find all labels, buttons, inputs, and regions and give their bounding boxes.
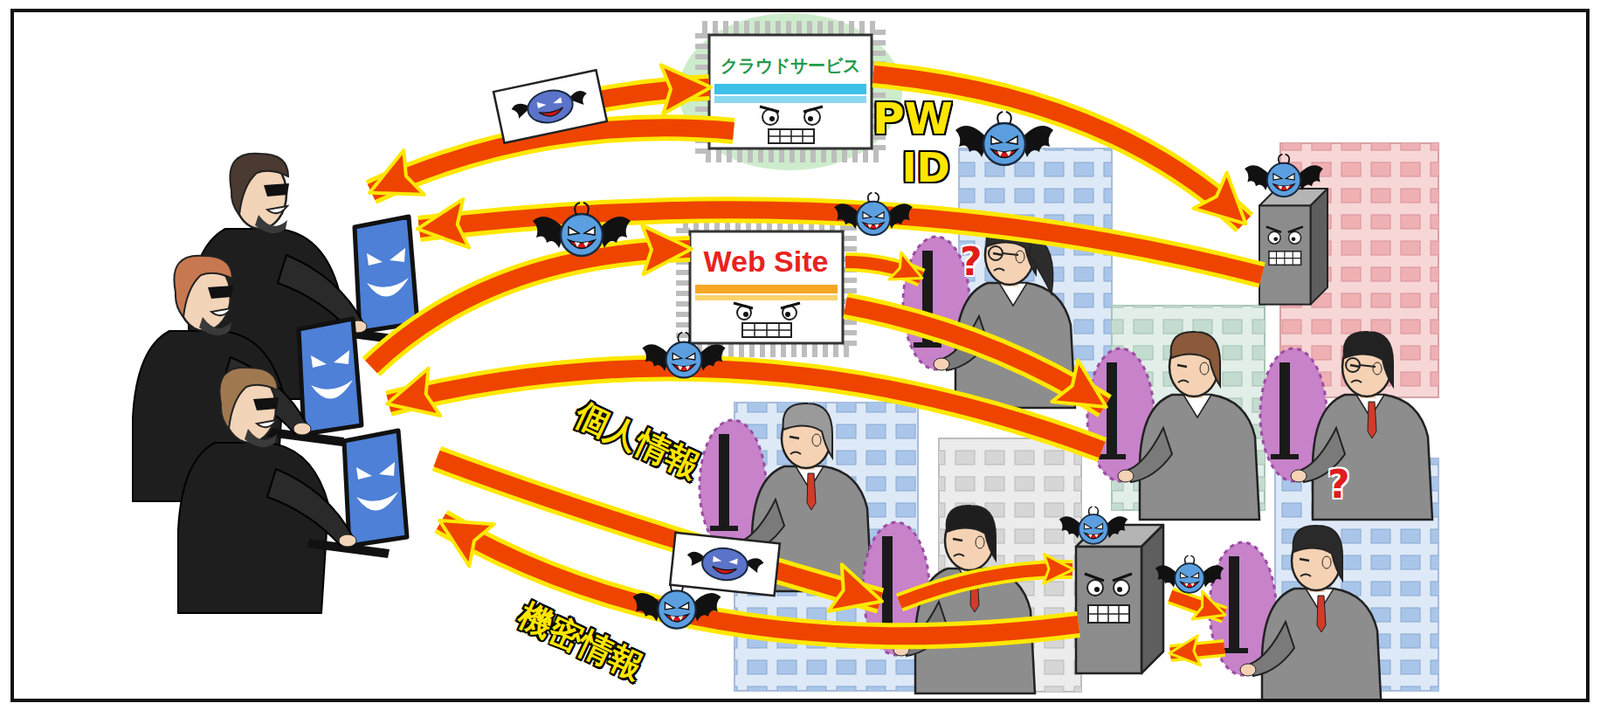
attack-arrows	[873, 74, 1245, 223]
office-workers	[1367, 401, 1377, 439]
attackers	[132, 153, 418, 614]
attack-arrows	[388, 368, 1103, 450]
attack-arrows	[371, 127, 734, 193]
attack-arrows	[371, 127, 734, 193]
attack-arrows	[1170, 648, 1225, 654]
malware-characters	[532, 202, 631, 256]
office-workers	[1087, 331, 1260, 520]
office-workers	[862, 505, 1035, 694]
office-workers	[988, 246, 1019, 261]
attack-arrows	[845, 262, 922, 278]
cloud-service-panel	[678, 13, 903, 171]
cloud-service-panel	[768, 129, 814, 144]
attack-arrows	[899, 569, 1073, 603]
question-mark: ?	[959, 241, 983, 283]
website-panel	[733, 303, 800, 309]
attack-arrows	[371, 74, 1263, 654]
cloud-service-sign: クラウドサービス	[717, 54, 864, 78]
attack-arrows	[845, 262, 922, 278]
website-panel	[743, 311, 749, 318]
attack-arrows	[1170, 595, 1225, 615]
cloud-service-panel	[714, 96, 867, 104]
attack-arrows	[899, 569, 1073, 603]
malware-characters	[641, 332, 725, 379]
malware-characters	[834, 192, 913, 235]
servers	[1259, 188, 1328, 305]
cloud-service-panel	[807, 116, 814, 122]
cloud-service-panel	[768, 129, 814, 144]
attack-arrows	[873, 74, 1245, 223]
malware-characters	[532, 111, 1324, 629]
office-workers	[1317, 595, 1326, 633]
website-panel	[682, 224, 850, 351]
attack-arrows	[436, 458, 881, 601]
cloud-service-panel	[759, 106, 823, 112]
attack-arrows	[388, 368, 1103, 450]
attack-arrows	[436, 458, 881, 601]
attack-arrows	[1170, 648, 1225, 654]
frame	[12, 10, 1588, 701]
website-panel	[742, 323, 792, 338]
attack-arrows	[1170, 595, 1225, 615]
malicious-mail	[493, 69, 607, 144]
cloud-service-panel	[678, 13, 903, 171]
website-panel	[695, 284, 838, 294]
office-workers	[1209, 525, 1382, 699]
sign-title: Web Site	[703, 244, 829, 279]
attack-arrows	[873, 74, 1245, 223]
attack-arrows	[436, 458, 881, 601]
attack-arrows	[1170, 648, 1225, 654]
malware-characters	[955, 111, 1054, 166]
malicious-mail	[669, 532, 780, 596]
website-panel	[785, 311, 791, 318]
website-panel	[689, 231, 843, 344]
office-workers	[1345, 358, 1376, 373]
personal-info-label: 個人情報	[569, 396, 705, 486]
servers	[1075, 524, 1164, 674]
question-mark: ?	[1327, 463, 1351, 506]
attack-arrows	[371, 248, 690, 367]
sign-title: クラウドサービス	[720, 55, 861, 76]
attack-arrows	[388, 368, 1103, 450]
website-panel	[742, 323, 792, 338]
website-panel	[682, 224, 850, 351]
password-label: PW	[872, 95, 953, 144]
malicious-mail	[493, 69, 780, 596]
malware-characters	[1059, 506, 1128, 545]
office-workers	[806, 473, 816, 511]
attack-arrows	[1170, 595, 1225, 615]
website-sign: Web Site	[700, 242, 833, 281]
attackers	[178, 367, 407, 614]
cloud-service-panel	[769, 116, 775, 122]
attack-arrows	[371, 248, 690, 367]
website-panel	[695, 295, 838, 301]
attack-arrows	[845, 262, 922, 278]
attack-arrows	[371, 127, 734, 193]
id-label: ID	[902, 145, 951, 191]
malware-characters	[1155, 555, 1224, 594]
attack-arrows	[899, 569, 1073, 603]
attack-arrows	[371, 248, 690, 367]
office-workers	[1260, 331, 1433, 520]
cloud-service-panel	[714, 83, 867, 95]
scene	[132, 13, 1439, 699]
malware-characters	[1244, 153, 1324, 197]
